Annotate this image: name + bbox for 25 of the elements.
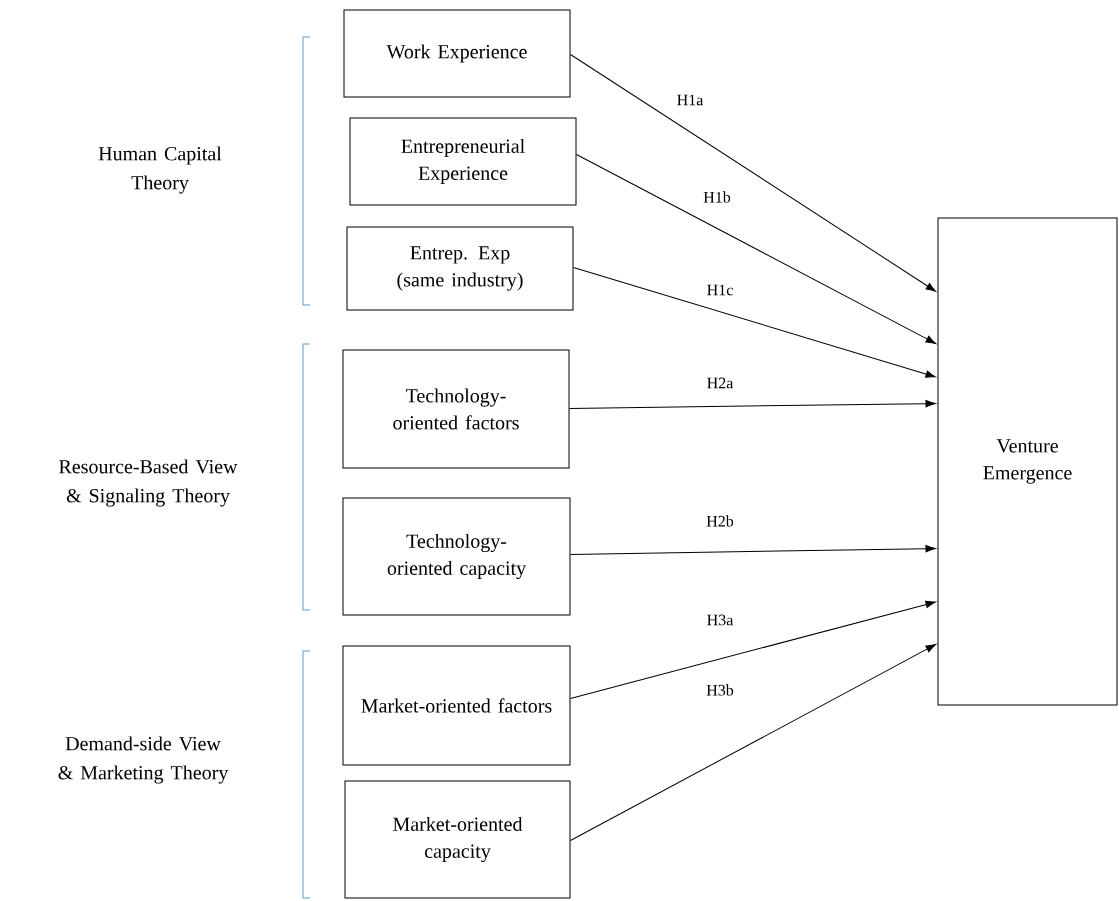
factor-box: Work Experience [343, 9, 571, 98]
group-label: Human Capital Theory [98, 146, 222, 194]
edge-label: H2a [705, 376, 735, 390]
edge-label: H1b [702, 190, 732, 204]
arrow [570, 600, 936, 699]
factor-box: Entrepreneurial Experience [349, 117, 577, 206]
edge-label: H2b [705, 514, 735, 528]
edge-label: H3b [705, 683, 735, 697]
arrow [570, 644, 936, 841]
edge-label: H1a [675, 93, 705, 107]
factor-box: Market-oriented capacity [344, 780, 571, 899]
edge-label: H3a [705, 613, 735, 627]
factor-box: Market-oriented factors [342, 645, 571, 766]
arrow [573, 267, 936, 378]
factor-box: Technology- oriented factors [342, 349, 570, 469]
group-label: Demand-side View & Marketing Theory [58, 736, 229, 784]
group-label: Resource-Based View & Signaling Theory [59, 459, 238, 507]
factor-box: Entrep. Exp (same industry) [346, 226, 574, 311]
arrow [576, 154, 936, 344]
factor-box: Technology- oriented capacity [342, 497, 571, 616]
outcome-box: Venture Emergence [937, 217, 1118, 706]
edge-label: H1c [705, 283, 735, 297]
arrow [569, 399, 936, 409]
arrow [570, 545, 936, 555]
arrow [570, 54, 937, 292]
